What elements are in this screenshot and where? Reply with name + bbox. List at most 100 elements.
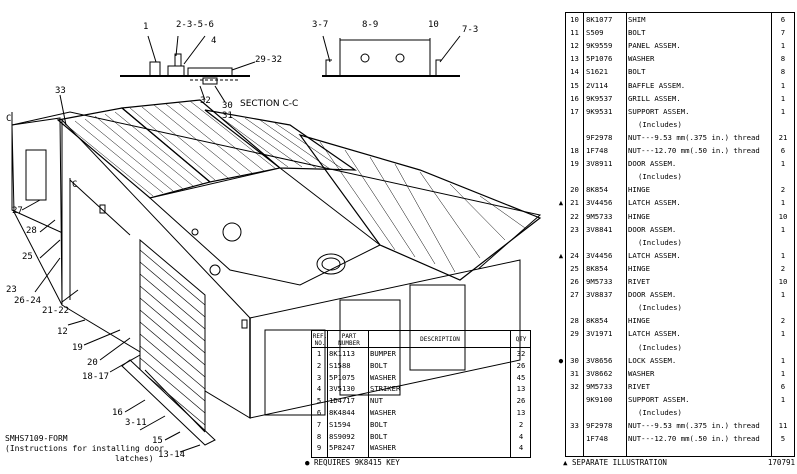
- cell-qty: 5: [780, 434, 786, 444]
- cell-part: 9F2978: [586, 132, 613, 142]
- cell-mark: ▲: [558, 198, 564, 208]
- cell-part: 1F748: [586, 146, 608, 155]
- cell-desc: BUMPER: [370, 349, 396, 358]
- cell-qty: 1: [780, 329, 786, 339]
- cell-part: 9F2978: [586, 421, 613, 431]
- cell-qty: 2: [518, 419, 524, 429]
- section-c-c-label: SECTION C-C: [240, 99, 299, 109]
- cell-ref: 22: [570, 211, 579, 221]
- cell-desc: WASHER: [370, 408, 396, 417]
- callout-27: 27: [12, 206, 23, 216]
- cell-ref: 24: [570, 250, 579, 260]
- cell-desc: STRIKER: [370, 384, 401, 394]
- cell-part: 3V1971: [586, 329, 613, 339]
- callout-30: 30: [222, 101, 233, 111]
- cell-mark: ●: [558, 355, 564, 365]
- cell-qty: 1: [780, 198, 786, 208]
- enclosure-body: [11, 94, 542, 453]
- cell-qty: 8: [780, 54, 786, 64]
- cell-ref: 20: [570, 185, 579, 195]
- cell-qty: 1: [780, 106, 786, 116]
- cell-ref: 28: [570, 316, 579, 326]
- cell-desc: NUT---12.70 mm(.50 in.) thread: [628, 434, 760, 444]
- cell-part: 3V4456: [586, 198, 613, 208]
- cell-desc: SHIM: [628, 15, 646, 24]
- cell-desc: BOLT: [370, 360, 388, 370]
- cell-part: 9M5733: [586, 277, 613, 286]
- cell-ref: 14: [570, 67, 579, 77]
- cell-ref: 7: [316, 419, 322, 429]
- list-item: (Includes): [566, 303, 794, 314]
- cell-qty: 1: [780, 93, 786, 103]
- list-item: (Includes): [566, 238, 794, 249]
- cell-mark: ▲: [558, 250, 564, 260]
- exploded-view-drawing: [11, 35, 542, 453]
- cell-qty: 1: [780, 41, 786, 51]
- illustration-number: 170791: [767, 458, 795, 467]
- cell-desc: DOOR ASSEM.: [628, 290, 677, 300]
- cell-ref: 9: [316, 443, 322, 453]
- cell-qty: 4: [518, 443, 524, 453]
- callout-15: 15: [152, 436, 163, 446]
- cell-desc: BOLT: [628, 67, 646, 77]
- cell-qty: 4: [518, 431, 524, 441]
- callout-8-9: 8-9: [362, 20, 379, 30]
- cell-ref: 32: [570, 381, 579, 391]
- panel-joint-detail: [322, 35, 461, 77]
- cell-part: 8K1077: [586, 15, 613, 24]
- cell-qty: 1: [780, 250, 786, 260]
- cell-part: 8K854: [586, 316, 608, 326]
- cell-qty: 21: [778, 132, 788, 142]
- cell-part: 8S9092: [329, 431, 355, 441]
- cell-qty: 11: [778, 421, 788, 431]
- cell-desc: BOLT: [370, 431, 388, 441]
- callout-25: 25: [22, 252, 33, 262]
- cell-ref: 15: [570, 80, 579, 90]
- cell-desc: LATCH ASSEM.: [628, 329, 681, 339]
- form-number: SMHS7109-FORM: [5, 434, 68, 443]
- section-marker-c-left: C: [6, 114, 12, 124]
- form-description: (Instructions for installing door: [5, 444, 164, 453]
- cell-qty: 1: [780, 368, 786, 378]
- cell-part: 3V8841: [586, 224, 613, 234]
- callout-12: 12: [57, 327, 68, 337]
- cell-desc: WASHER: [370, 372, 396, 382]
- cell-qty: 26: [516, 360, 526, 370]
- callout-16: 16: [112, 408, 123, 418]
- cell-part: S1621: [586, 67, 608, 77]
- cell-desc: RIVET: [628, 277, 650, 286]
- cell-part: 9K9537: [586, 93, 613, 103]
- cell-desc: NUT---9.53 mm(.375 in.) thread: [628, 132, 760, 142]
- cell-qty: 2: [780, 316, 786, 326]
- cell-ref: 29: [570, 329, 579, 339]
- callout-2-3-5-6: 2-3-5-6: [176, 20, 214, 30]
- cell-desc: WASHER: [370, 443, 396, 453]
- cell-part: 3V8837: [586, 290, 613, 300]
- callout-28: 28: [26, 226, 37, 236]
- cell-part: 3V4456: [586, 250, 613, 260]
- separate-illustration-note: ▲ SEPARATE ILLUSTRATION: [563, 458, 667, 467]
- callout-7-3: 7-3: [462, 25, 479, 35]
- cell-part: 1D4717: [329, 396, 355, 406]
- cell-part: 8K4844: [329, 408, 355, 417]
- cell-qty: 1: [780, 290, 786, 300]
- cell-part: S1594: [329, 419, 351, 429]
- section-marker-c-right: C: [72, 180, 78, 190]
- cell-ref: 33: [570, 421, 579, 431]
